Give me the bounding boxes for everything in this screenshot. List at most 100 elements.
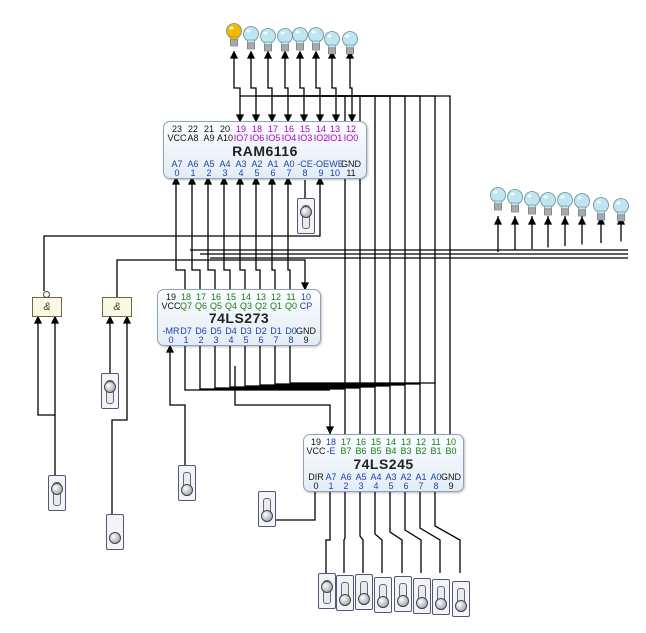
- gate-right-arrow-a: [105, 315, 115, 324]
- top-bulb-2-icon: [259, 27, 277, 55]
- gate-right-switch[interactable]: [101, 373, 119, 409]
- address-wire-1: [191, 177, 201, 289]
- latch-data-wire-2: [214, 344, 360, 389]
- data-switch-1[interactable]: [336, 575, 354, 611]
- latch-top-pin-label-9: CP: [299, 301, 313, 311]
- buffer-bottom-pin-number-4: 4: [373, 481, 379, 491]
- latch-bottom-pin-number-7: 7: [273, 335, 279, 345]
- latch-data-wire-5: [259, 344, 405, 386]
- ram-top-pin-label-11: IO0: [343, 133, 359, 143]
- latch-mr-switch[interactable]: [178, 465, 196, 501]
- bulb-arrow-6: [327, 50, 337, 59]
- address-wire-0: [175, 177, 186, 289]
- buffer-bottom-pin-number-0: 0: [313, 481, 319, 491]
- ram-bottom-pin-label-8: -CE: [297, 159, 313, 169]
- gate-left-input-a: [37, 315, 56, 475]
- buffer-bottom-pin-label-2: A6: [340, 472, 352, 482]
- ram-top-pin-label-0: VCC: [167, 133, 187, 143]
- and-gate-right[interactable]: &: [102, 297, 132, 317]
- bulb-arrow-0: [229, 50, 239, 59]
- address-wire-3: [223, 177, 231, 289]
- latch-data-wire-4: [244, 344, 390, 387]
- ram-top-pin-label-2: A9: [203, 133, 215, 143]
- buffer-dir-switch[interactable]: [258, 491, 276, 527]
- buffer-a-wire-5: [404, 490, 422, 573]
- ram-top-pin-label-10: IO1: [327, 133, 343, 143]
- latch-bottom-pin-number-3: 3: [213, 335, 219, 345]
- gate-right-output-wire: [116, 259, 306, 297]
- gate-left-output-wire: [43, 177, 321, 291]
- latch-data-wire-7: [289, 344, 435, 384]
- ram-top-pin-number-11: 12: [345, 124, 357, 134]
- latch-bottom-pin-label-1: D7: [180, 326, 192, 336]
- latch-bottom-pin-number-2: 2: [198, 335, 204, 345]
- buffer-a-wire-1: [343, 490, 346, 573]
- ram-bottom-pin-label-11: GND: [341, 159, 361, 169]
- bulb-arrow-5: [311, 50, 321, 59]
- gate-left-switch-b[interactable]: [106, 514, 124, 550]
- ram-bottom-pin-label-6: A1: [267, 159, 279, 169]
- ram-io-wire-3: [284, 54, 289, 121]
- buffer-bottom-pin-number-7: 7: [418, 481, 424, 491]
- data-switch-2[interactable]: [355, 574, 373, 610]
- data-switch-0[interactable]: [318, 573, 336, 609]
- data-switch-6[interactable]: [432, 579, 450, 615]
- data-switch-3[interactable]: [374, 577, 392, 613]
- latch-top-pin-number-9: 10: [300, 292, 312, 302]
- bulb-arrow-3: [280, 50, 290, 59]
- ram-top-pin-number-7: 16: [283, 124, 295, 134]
- right-bulb-arrow-2: [527, 216, 537, 225]
- buffer-bottom-pin-number-6: 6: [403, 481, 409, 491]
- latch-data-wire-6: [274, 344, 420, 385]
- gate-right-input-b: [111, 315, 128, 514]
- latch-bottom-pin-number-0: 0: [168, 335, 174, 345]
- data-switch-5[interactable]: [413, 578, 431, 614]
- data-bus-wire-7: [352, 95, 451, 434]
- gate-left-switch-a[interactable]: [48, 475, 66, 511]
- top-bulb-5-icon: [307, 26, 325, 54]
- data-switch-4[interactable]: [394, 576, 412, 612]
- ram-bottom-pin-label-4: A3: [235, 159, 247, 169]
- buffer-bottom-pin-number-9: 9: [448, 481, 454, 491]
- buffer-top-pin-number-9: 10: [445, 437, 457, 447]
- latch-mr-arrow: [165, 344, 175, 353]
- buffer-bottom-pin-number-8: 8: [433, 481, 439, 491]
- address-arrow-6: [267, 176, 277, 185]
- bulb-arrow-4: [295, 50, 305, 59]
- right-bulb-arrow-6: [596, 216, 606, 225]
- ram-oe-switch[interactable]: [297, 198, 315, 234]
- top-bulb-7-icon: [341, 30, 359, 58]
- ram-bottom-pin-number-3: 3: [222, 168, 228, 178]
- latch-bottom-pin-label-7: D1: [270, 326, 282, 336]
- latch-bottom-pin-label-9: GND: [296, 326, 316, 336]
- buffer-bottom-pin-label-9: GND: [441, 472, 461, 482]
- ram-top-pin-number-3: 20: [219, 124, 231, 134]
- buffer-top-pin-number-5: 14: [385, 437, 397, 447]
- right-bulb-7-icon: [612, 197, 630, 225]
- latch-top-pin-number-5: 14: [240, 292, 252, 302]
- latch-bottom-pin-number-9: 9: [303, 335, 309, 345]
- latch-top-pin-number-8: 11: [286, 292, 296, 302]
- ram-bottom-pin-label-9: -OE: [312, 159, 330, 169]
- data-switch-7[interactable]: [452, 581, 470, 617]
- and-gate-left[interactable]: &: [32, 297, 62, 317]
- ram-top-pin-number-0: 23: [171, 124, 183, 134]
- ram-io-wire-7: [349, 54, 353, 121]
- latch-bottom-pin-number-6: 6: [258, 335, 264, 345]
- address-wire-6: [271, 177, 276, 289]
- ram-top-pin-number-1: 22: [187, 124, 199, 134]
- buffer-top-pin-label-2: B7: [340, 446, 352, 456]
- latch-bottom-pin-label-6: D2: [255, 326, 267, 336]
